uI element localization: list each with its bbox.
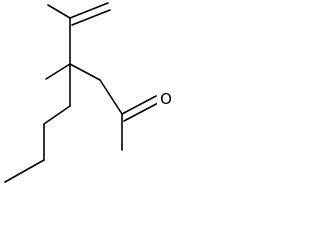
oxygen-atom-label: O — [160, 90, 172, 108]
bond-butyl-4 — [4, 159, 45, 183]
oxygen-label-background — [157, 89, 173, 107]
bond-alkene-double — [69, 2, 111, 26]
bond-quaternary-to-ch2 — [69, 63, 101, 81]
chemical-structure: O — [4, 2, 173, 183]
bond-butyl-2 — [43, 105, 71, 125]
bond-ch2-to-carbonyl-carbon — [99, 79, 123, 115]
bond-carbonyl-double — [121, 95, 159, 122]
bond-methyl-to-alkene-carbon — [47, 4, 71, 19]
bond-quaternary-methyl — [45, 63, 71, 80]
